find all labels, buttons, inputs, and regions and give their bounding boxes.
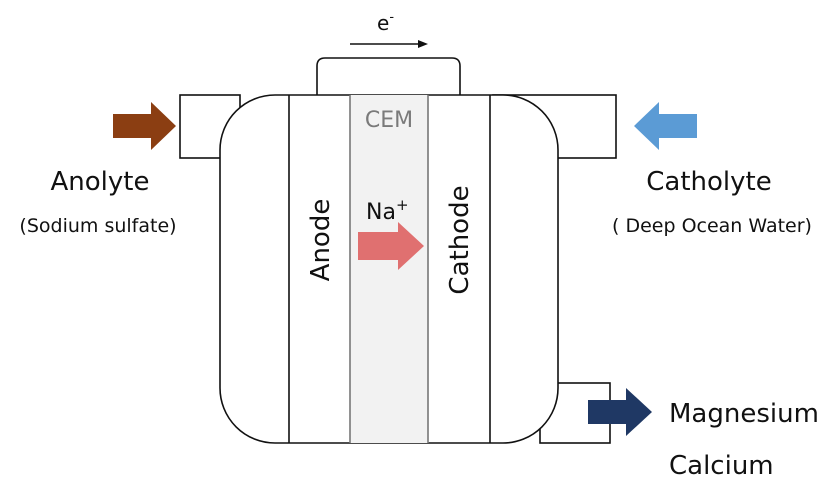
catholyte-subtitle: ( Deep Ocean Water) xyxy=(612,215,812,237)
electron-arrow-icon xyxy=(418,40,428,48)
outlet-label-calcium: Calcium xyxy=(669,451,774,481)
catholyte-inflow-arrow-icon xyxy=(634,102,697,150)
outlet-label-magnesium: Magnesium xyxy=(669,399,819,429)
anolyte-title: Anolyte xyxy=(51,167,150,197)
ion-transport-arrow-icon xyxy=(358,222,424,270)
outlet-flow-arrow-icon xyxy=(588,388,652,436)
cation-exchange-membrane xyxy=(350,95,428,443)
anode-label: Anode xyxy=(306,199,336,282)
cathode-label: Cathode xyxy=(445,185,475,294)
anolyte-subtitle: (Sodium sulfate) xyxy=(19,215,176,237)
electron-label: e- xyxy=(377,10,394,35)
membrane-label: CEM xyxy=(365,108,413,133)
external-circuit-connector xyxy=(316,57,461,95)
anolyte-inflow-arrow-icon xyxy=(113,102,176,150)
catholyte-title: Catholyte xyxy=(646,167,771,197)
ion-label: Na+ xyxy=(366,196,409,225)
